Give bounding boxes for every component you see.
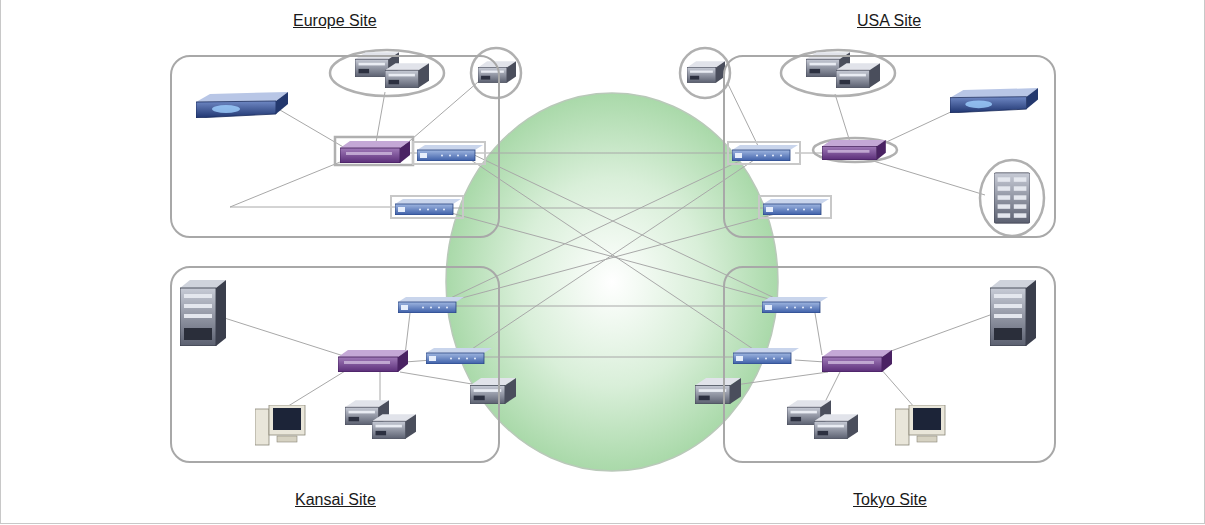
usa-devices: [680, 48, 1044, 236]
site-border: [170, 266, 500, 463]
europe-devices: [196, 48, 521, 218]
site-region: Europe Site: [170, 8, 500, 238]
tokyo-devices: [695, 280, 1036, 445]
site-border: [723, 55, 1056, 238]
site-region: Tokyo Site: [723, 266, 1056, 518]
kansai-devices: [180, 280, 516, 445]
site-title: USA Site: [855, 12, 923, 30]
site-region: USA Site: [723, 8, 1056, 238]
site-title: Tokyo Site: [851, 491, 929, 509]
site-region: Kansai Site: [170, 266, 500, 518]
lan-links: [215, 82, 990, 408]
site-title: Europe Site: [291, 12, 379, 30]
site-border: [723, 266, 1056, 463]
site-title: Kansai Site: [293, 491, 378, 509]
site-border: [170, 55, 500, 238]
wan-links: [430, 153, 795, 357]
